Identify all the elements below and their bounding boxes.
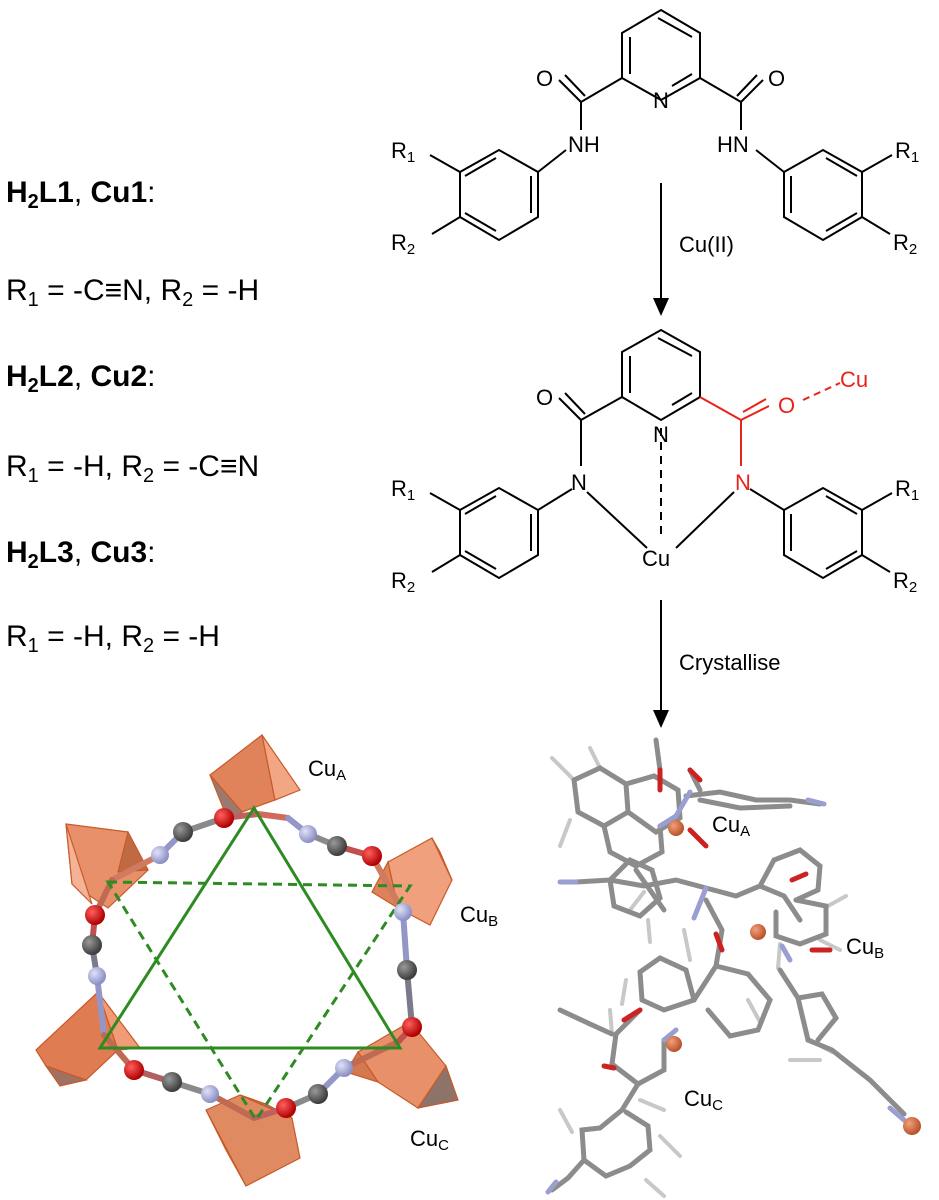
svg-text:O: O — [778, 393, 795, 418]
label-cu-c-right: CuC — [684, 1086, 723, 1114]
label-cu-a-right: CuA — [712, 812, 750, 840]
ligand-1-title: H2L1, Cu1: — [6, 176, 156, 213]
ligand-1-substituents: R1 = -C≡N, R2 = -H — [6, 274, 259, 311]
complex-red-bonds — [699, 382, 841, 466]
atom-o-right: O — [768, 66, 785, 91]
ligand-3-title: H2L3, Cu3: — [6, 536, 156, 573]
arrow-2-label: Crystallise — [679, 650, 780, 675]
svg-text:R1: R1 — [895, 476, 919, 504]
ligand-structure — [429, 8, 893, 242]
svg-text:R2: R2 — [893, 230, 917, 258]
ligand-atom-labels: O O N NH HN R1 R2 R1 R2 — [391, 66, 919, 258]
svg-text:N: N — [653, 422, 669, 447]
svg-text:O: O — [536, 385, 553, 410]
atom-cu-center: Cu — [642, 546, 670, 571]
reaction-arrow-1: Cu(II) — [653, 183, 734, 316]
label-cu-c-left: CuC — [410, 1126, 449, 1154]
atom-hn-right: HN — [717, 132, 749, 157]
complex-structure — [429, 328, 893, 580]
left-phenyl-ring — [459, 148, 539, 242]
svg-text:R2: R2 — [893, 568, 917, 596]
atom-nh-left: NH — [568, 132, 600, 157]
label-cu-b-right: CuB — [846, 934, 884, 962]
svg-text:Cu: Cu — [840, 367, 868, 392]
ligand-2-title: H2L2, Cu2: — [6, 360, 156, 397]
svg-text:R1: R1 — [391, 476, 415, 504]
crystal-structure — [545, 737, 921, 1198]
ligand-3-substituents: R1 = -H, R2 = -H — [6, 620, 220, 657]
ring-atoms — [82, 808, 422, 1118]
atom-n-pyridine: N — [653, 88, 669, 113]
label-cu-a-left: CuA — [308, 756, 346, 784]
pyridine-ring — [621, 8, 701, 102]
crystal-cu-labels: CuA CuB CuC — [684, 812, 884, 1114]
ligand-2-substituents: R1 = -H, R2 = -C≡N — [6, 450, 259, 487]
right-phenyl-ring — [783, 148, 863, 242]
cu-polyhedron-lower-right — [345, 1021, 459, 1109]
svg-text:R2: R2 — [391, 230, 415, 258]
reaction-arrow-2: Crystallise — [653, 600, 780, 728]
complex-atom-labels: O N N N O Cu Cu R1 R2 R1 R2 — [391, 367, 919, 596]
svg-text:N: N — [735, 470, 751, 495]
triangle-solid — [97, 805, 403, 1050]
svg-text:N: N — [571, 470, 587, 495]
arrow-1-label: Cu(II) — [679, 232, 734, 257]
svg-text:R1: R1 — [895, 138, 919, 166]
triangle-dashed — [105, 880, 413, 1123]
cu-polyhedron-top — [209, 733, 301, 821]
ligand-legend: H2L1, Cu1: R1 = -C≡N, R2 = -H H2L2, Cu2:… — [6, 176, 259, 657]
cu-polyhedra-ring — [35, 733, 459, 1187]
atom-o-left: O — [536, 66, 553, 91]
svg-text:R2: R2 — [391, 568, 415, 596]
svg-text:R1: R1 — [391, 138, 415, 166]
ring-cu-labels: CuA CuB CuC — [308, 756, 498, 1154]
label-cu-b-left: CuB — [460, 902, 498, 930]
